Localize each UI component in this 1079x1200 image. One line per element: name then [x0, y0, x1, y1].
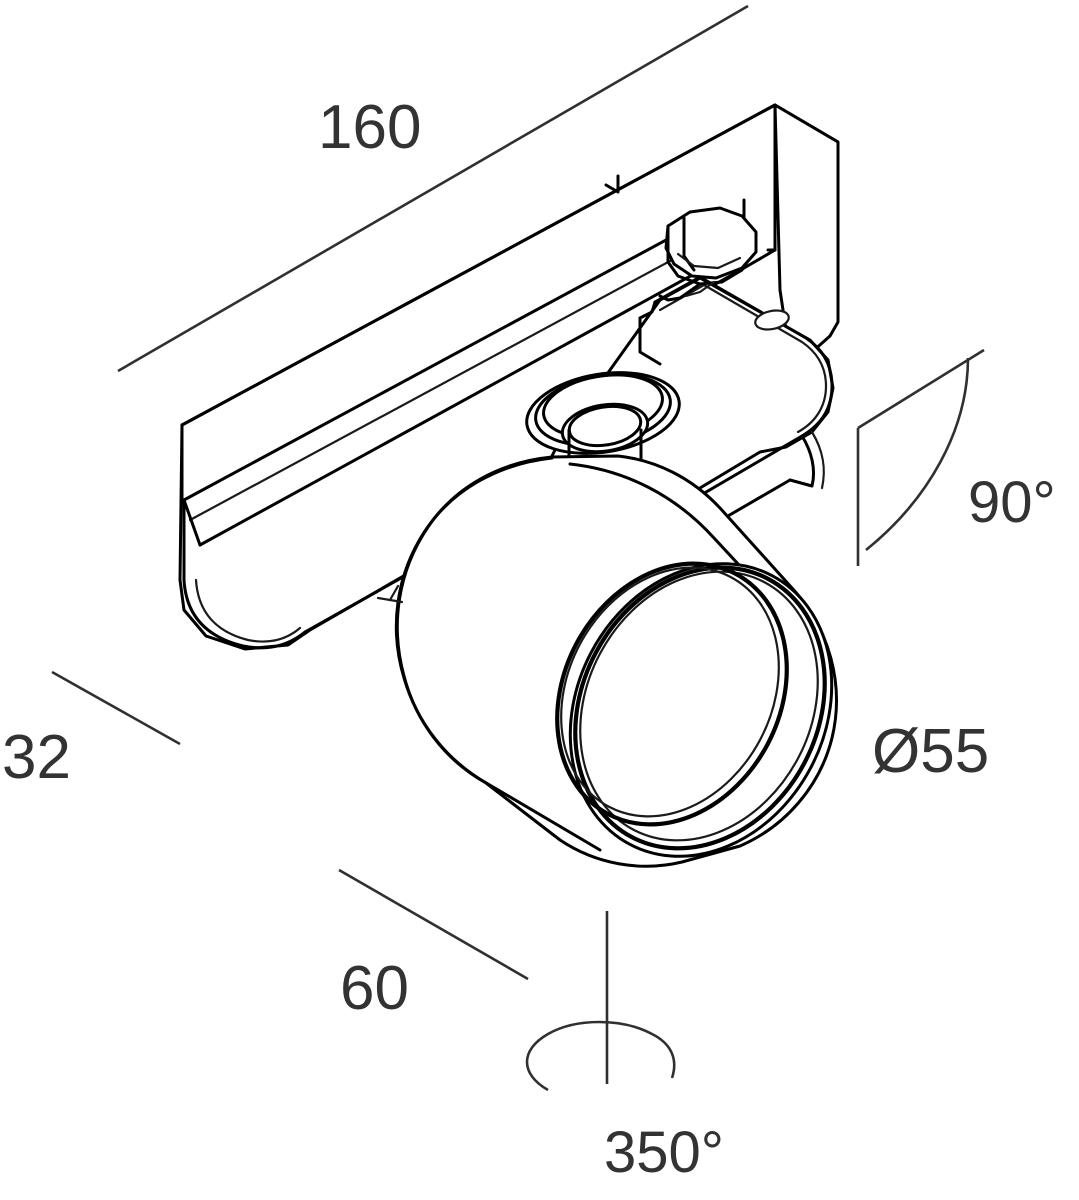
aperture-inner-ring: [555, 561, 789, 827]
dimension-label-diameter: Ø55: [872, 717, 989, 786]
tilt-arc: [865, 357, 970, 552]
adapter-lever-foot-inner: [684, 280, 716, 298]
swivel-knuckle: [525, 371, 681, 480]
dimension-leaders: [51, 4, 749, 981]
track-rail-lower-edge: [198, 260, 718, 547]
track-rail-top-edge: [180, 103, 777, 427]
screw-hole: [754, 309, 790, 331]
dimension-label-60: 60: [340, 954, 409, 1023]
adapter-lever-foot: [658, 282, 702, 302]
lamp-head-rear-cap: [394, 456, 554, 786]
track-rail-left-endcap: [182, 578, 307, 650]
adapter-plate-top: [653, 275, 834, 514]
aperture-inner-ring-2: [560, 566, 780, 818]
dimension-labels: 160 32 60 Ø55 90° 350°: [2, 93, 1056, 1185]
aperture-rim-outer-2: [573, 565, 827, 851]
adapter-lever-rib: [682, 216, 696, 272]
dimension-label-32: 32: [2, 723, 71, 792]
lamp-head-top-contour: [568, 462, 792, 622]
adjustment-label-tilt: 90°: [968, 470, 1056, 535]
track-rail-left-chamfer: [182, 498, 202, 547]
leader-line-32: [51, 670, 181, 746]
tilt-diagonal-axis: [857, 348, 985, 430]
leader-line-160: [117, 4, 749, 373]
track-rail-channel-b: [188, 231, 724, 522]
adapter-plate-right-end-inner: [810, 430, 825, 490]
adapter-plate-left-tab: [638, 316, 662, 366]
aperture-rim-outer: [568, 562, 834, 858]
aperture-rim-outer-3: [579, 570, 819, 842]
adapter-plate-left-step: [638, 300, 657, 320]
leader-line-60: [338, 868, 529, 981]
aperture-ring: [555, 561, 834, 858]
adjustment-label-rotation: 350°: [604, 1120, 724, 1185]
lamp-head-bottom-contour: [486, 782, 602, 852]
track-rail-left-endcap-inner: [194, 578, 302, 643]
dimension-label-160: 160: [318, 93, 421, 162]
rotation-arc-icon: [525, 911, 676, 1092]
adapter-plate-right-end: [788, 434, 816, 488]
rotation-arc: [525, 1020, 676, 1092]
lamp-head-rear-step-edge: [388, 584, 400, 602]
track-rail-channel-a: [182, 210, 720, 502]
track-rail-notch: [604, 174, 620, 194]
adapter-lever-lower: [666, 224, 744, 286]
adapter-lever-inner: [676, 252, 742, 270]
adapter-plate-inner-line: [658, 283, 828, 434]
tilt-arc-icon: [856, 348, 985, 566]
